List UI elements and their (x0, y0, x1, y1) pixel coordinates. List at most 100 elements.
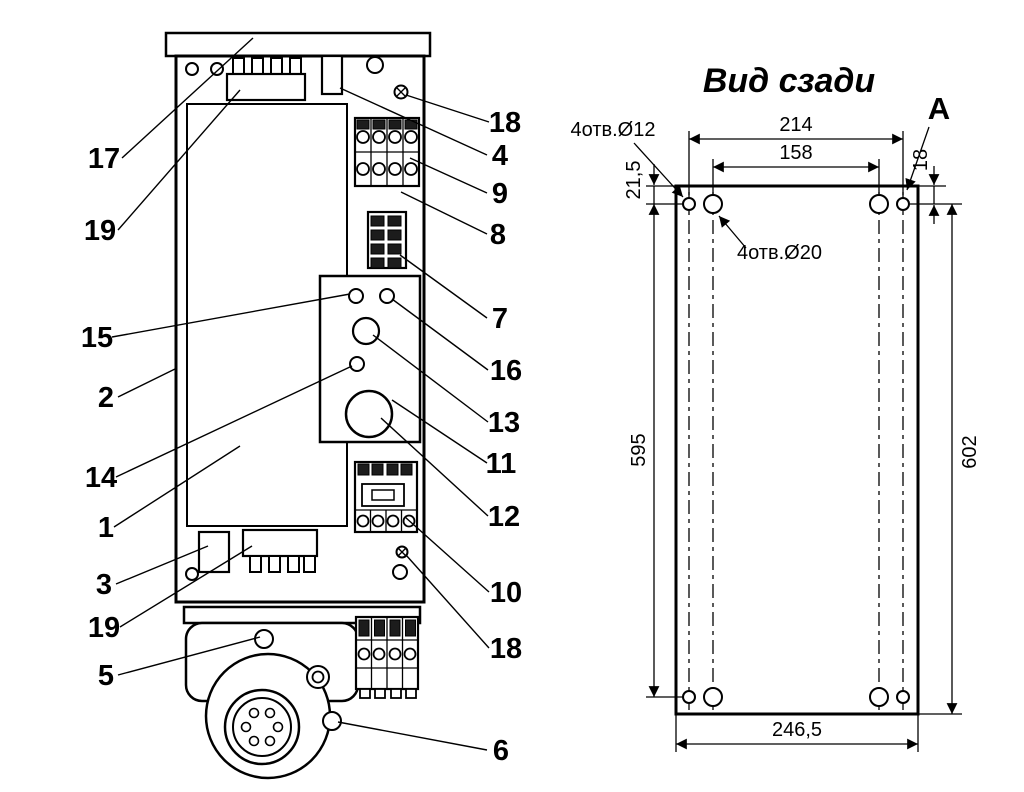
dim-right-column: 18 602 (910, 149, 981, 715)
round-connector (223, 688, 301, 766)
hole-d20-bottom-right (869, 687, 889, 707)
leader-1 (113, 445, 241, 528)
leader-7 (399, 254, 488, 319)
callout-15: 15 (81, 322, 113, 354)
hole-bottom-left (185, 567, 199, 581)
callout-1: 1 (98, 512, 114, 544)
leader-6 (337, 721, 488, 751)
leader-13 (372, 334, 489, 423)
leader-11 (391, 399, 488, 464)
indicator-led-3 (349, 356, 365, 372)
connector-block (366, 210, 408, 270)
leader-10 (404, 516, 490, 593)
hole-d12-bottom-right (896, 690, 910, 704)
view-label-a: A (905, 91, 950, 191)
hole-notes: 4отв.Ø12 4отв.Ø20 (571, 119, 822, 264)
hole-d12-top-right (896, 197, 910, 211)
vent-hole (254, 629, 274, 649)
callout-8: 8 (490, 219, 506, 251)
rear-panel (674, 184, 920, 716)
callout-19-bottom: 19 (88, 612, 120, 644)
note-holes-d20: 4отв.Ø20 (737, 242, 822, 264)
hole-top-right (366, 56, 384, 74)
leader-d12 (633, 142, 684, 198)
screw-top-right (393, 84, 409, 100)
label-a: A (928, 91, 950, 126)
dim-18-label: 18 (910, 149, 932, 171)
leader-8 (400, 191, 488, 235)
hole-d20-top-left (703, 194, 723, 214)
leader-18-bottom (405, 554, 490, 649)
callout-9: 9 (492, 178, 508, 210)
button-round (351, 316, 381, 346)
dim-outer-holes-width: 214 (688, 114, 904, 195)
terminal-strip-bottom (241, 528, 319, 573)
hole-top-left-2 (210, 62, 224, 76)
callout-12: 12 (488, 501, 520, 533)
terminal-block-upper (353, 116, 421, 188)
callout-6: 6 (493, 735, 509, 767)
callout-18-top: 18 (489, 107, 521, 139)
rear-view-title: Вид сзади (703, 62, 876, 100)
bracket-bottom-left (197, 530, 231, 574)
dim-595-label: 595 (628, 433, 650, 466)
leader-4 (339, 87, 488, 156)
callout-11: 11 (486, 448, 517, 480)
hole-top-left-1 (185, 62, 199, 76)
leader-3 (115, 545, 209, 585)
callout-17: 17 (88, 143, 120, 175)
hole-d12-top-left (682, 197, 696, 211)
screw-bottom-right (395, 545, 409, 559)
control-knob (344, 389, 394, 439)
callout-19-top: 19 (84, 215, 116, 247)
callout-18-bottom: 18 (490, 633, 522, 665)
leader-19-bottom (119, 545, 253, 628)
dim-left-column: 21,5 595 (623, 161, 684, 698)
leader-18-top (405, 94, 490, 123)
leader-9 (409, 157, 488, 194)
note-holes-d12: 4отв.Ø12 (571, 119, 656, 141)
dim-inner-holes-width: 158 (712, 142, 880, 195)
leader-14 (115, 365, 353, 478)
terminal-block-lower (353, 460, 419, 534)
leader-lines (111, 37, 490, 751)
rear-view: Вид сзади 214 158 (571, 62, 981, 752)
dim-214-label: 214 (779, 114, 812, 136)
dim-overall-width: 246,5 (675, 714, 919, 752)
leader-19-top (117, 89, 241, 231)
dim-246-5-label: 246,5 (772, 719, 822, 741)
hole-d20-top-right (869, 194, 889, 214)
hole-bottom-right (392, 564, 408, 580)
top-flange (164, 31, 432, 58)
leader-15 (111, 293, 351, 338)
dim-21-5-label: 21,5 (623, 161, 645, 200)
hole-d12-bottom-left (682, 690, 696, 704)
callout-4: 4 (492, 140, 508, 172)
leader-16 (391, 298, 489, 371)
callout-14: 14 (85, 462, 117, 494)
callout-5: 5 (98, 660, 114, 692)
drain-hole (322, 711, 342, 731)
callout-10: 10 (490, 577, 522, 609)
callout-3: 3 (96, 569, 112, 601)
terminal-block-pump (354, 615, 420, 699)
callouts: 17 19 15 2 14 1 3 19 5 18 4 9 8 7 16 13 … (81, 107, 522, 767)
dim-602-label: 602 (959, 435, 981, 468)
indicator-led-2 (379, 288, 395, 304)
control-panel (318, 274, 422, 444)
indicator-led-1 (348, 288, 364, 304)
leader-a (905, 126, 930, 191)
leader-d20 (718, 215, 747, 249)
callout-13: 13 (488, 407, 520, 439)
dim-158-label: 158 (779, 142, 812, 164)
pump-unit (182, 605, 422, 780)
leader-2 (117, 367, 178, 398)
leader-5 (117, 636, 261, 676)
callout-7: 7 (492, 303, 508, 335)
leader-12 (380, 417, 489, 517)
leader-17 (121, 37, 254, 159)
terminal-strip-top (225, 57, 307, 102)
callout-16: 16 (490, 355, 522, 387)
